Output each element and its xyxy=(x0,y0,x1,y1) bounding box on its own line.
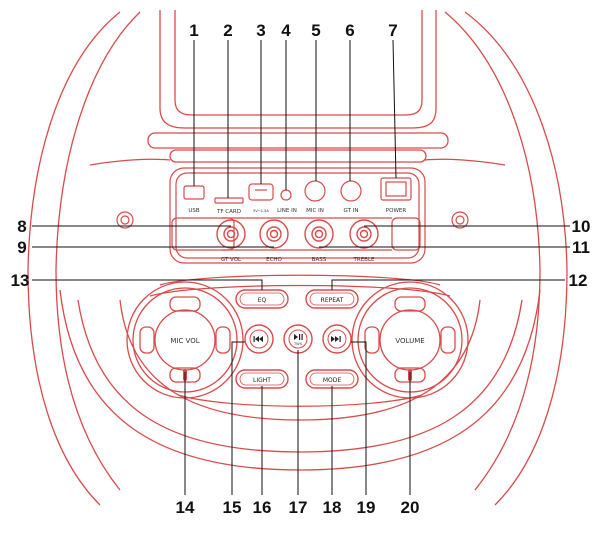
callout-18: 18 xyxy=(323,498,342,517)
dc-input-port[interactable] xyxy=(248,183,274,201)
io-labels: USB TF CARD 5V⎓1.5A LINE IN MIC IN GT IN… xyxy=(188,208,406,215)
callout-12: 12 xyxy=(569,271,588,290)
callout-10: 10 xyxy=(572,217,591,236)
callout-20: 20 xyxy=(401,498,420,517)
light-button[interactable]: LIGHT xyxy=(235,369,289,389)
repeat-button[interactable]: REPEAT xyxy=(305,289,359,309)
knob-treble[interactable] xyxy=(349,219,379,249)
leader-lines xyxy=(32,39,570,495)
mic-in-label: MIC IN xyxy=(306,208,324,214)
next-track-icon xyxy=(331,336,341,342)
gt-in-jack[interactable] xyxy=(340,180,362,202)
callout-numbers: 1 2 3 4 5 6 7 8 9 10 11 12 13 14 15 16 1… xyxy=(11,21,591,517)
knob-echo[interactable] xyxy=(259,219,289,249)
callout-17: 17 xyxy=(289,498,308,517)
callout-14: 14 xyxy=(176,498,195,517)
tf-card-slot[interactable] xyxy=(214,197,244,204)
gt-in-label: GT IN xyxy=(344,208,359,214)
callout-16: 16 xyxy=(253,498,272,517)
knob-strip xyxy=(171,217,421,251)
mic-vol-label: MIC VOL xyxy=(170,337,199,345)
mode-button[interactable]: MODE xyxy=(305,369,359,389)
gt-vol-label: GT VOL xyxy=(221,257,242,263)
power-label: POWER xyxy=(386,208,407,214)
dc-input-label: 5V⎓1.5A xyxy=(253,209,269,213)
screw-left xyxy=(116,211,134,229)
play-pause-icon xyxy=(294,334,303,340)
mode-label: MODE xyxy=(323,377,342,384)
eq-button[interactable]: EQ xyxy=(235,289,289,309)
knob-gt-vol[interactable] xyxy=(216,219,246,249)
callout-3: 3 xyxy=(256,21,265,40)
callout-19: 19 xyxy=(357,498,376,517)
treble-label: TREBLE xyxy=(353,257,375,263)
callout-4: 4 xyxy=(281,21,291,40)
usb-port[interactable] xyxy=(183,185,205,200)
io-panel xyxy=(169,167,426,264)
prev-button[interactable] xyxy=(244,324,274,354)
previous-track-icon xyxy=(253,336,263,342)
knob-bass[interactable] xyxy=(304,219,334,249)
callout-2: 2 xyxy=(223,21,232,40)
eq-label: EQ xyxy=(258,297,267,304)
control-panel xyxy=(149,274,451,407)
light-label: LIGHT xyxy=(253,377,271,384)
callout-13: 13 xyxy=(11,271,30,290)
callout-7: 7 xyxy=(388,21,397,40)
callout-8: 8 xyxy=(17,217,26,236)
bass-label: BASS xyxy=(312,257,327,263)
callout-6: 6 xyxy=(345,21,354,40)
play-pause-button[interactable]: TWS xyxy=(283,324,313,354)
line-in-label: LINE IN xyxy=(277,208,297,214)
volume-label: VOLUME xyxy=(395,337,424,345)
callout-5: 5 xyxy=(311,21,320,40)
callout-11: 11 xyxy=(572,238,590,257)
tws-label: TWS xyxy=(293,342,303,346)
screw-right xyxy=(451,211,469,229)
knob-labels: GT VOL ECHO BASS TREBLE xyxy=(221,257,375,263)
callout-15: 15 xyxy=(223,498,242,517)
mic-in-jack[interactable] xyxy=(304,180,326,202)
line-in-jack[interactable] xyxy=(280,189,292,201)
callout-1: 1 xyxy=(189,21,198,40)
next-button[interactable] xyxy=(322,324,352,354)
repeat-label: REPEAT xyxy=(321,297,344,304)
echo-label: ECHO xyxy=(266,257,282,263)
usb-label: USB xyxy=(188,208,200,214)
tf-card-label: TF CARD xyxy=(216,209,241,215)
callout-9: 9 xyxy=(17,238,26,257)
